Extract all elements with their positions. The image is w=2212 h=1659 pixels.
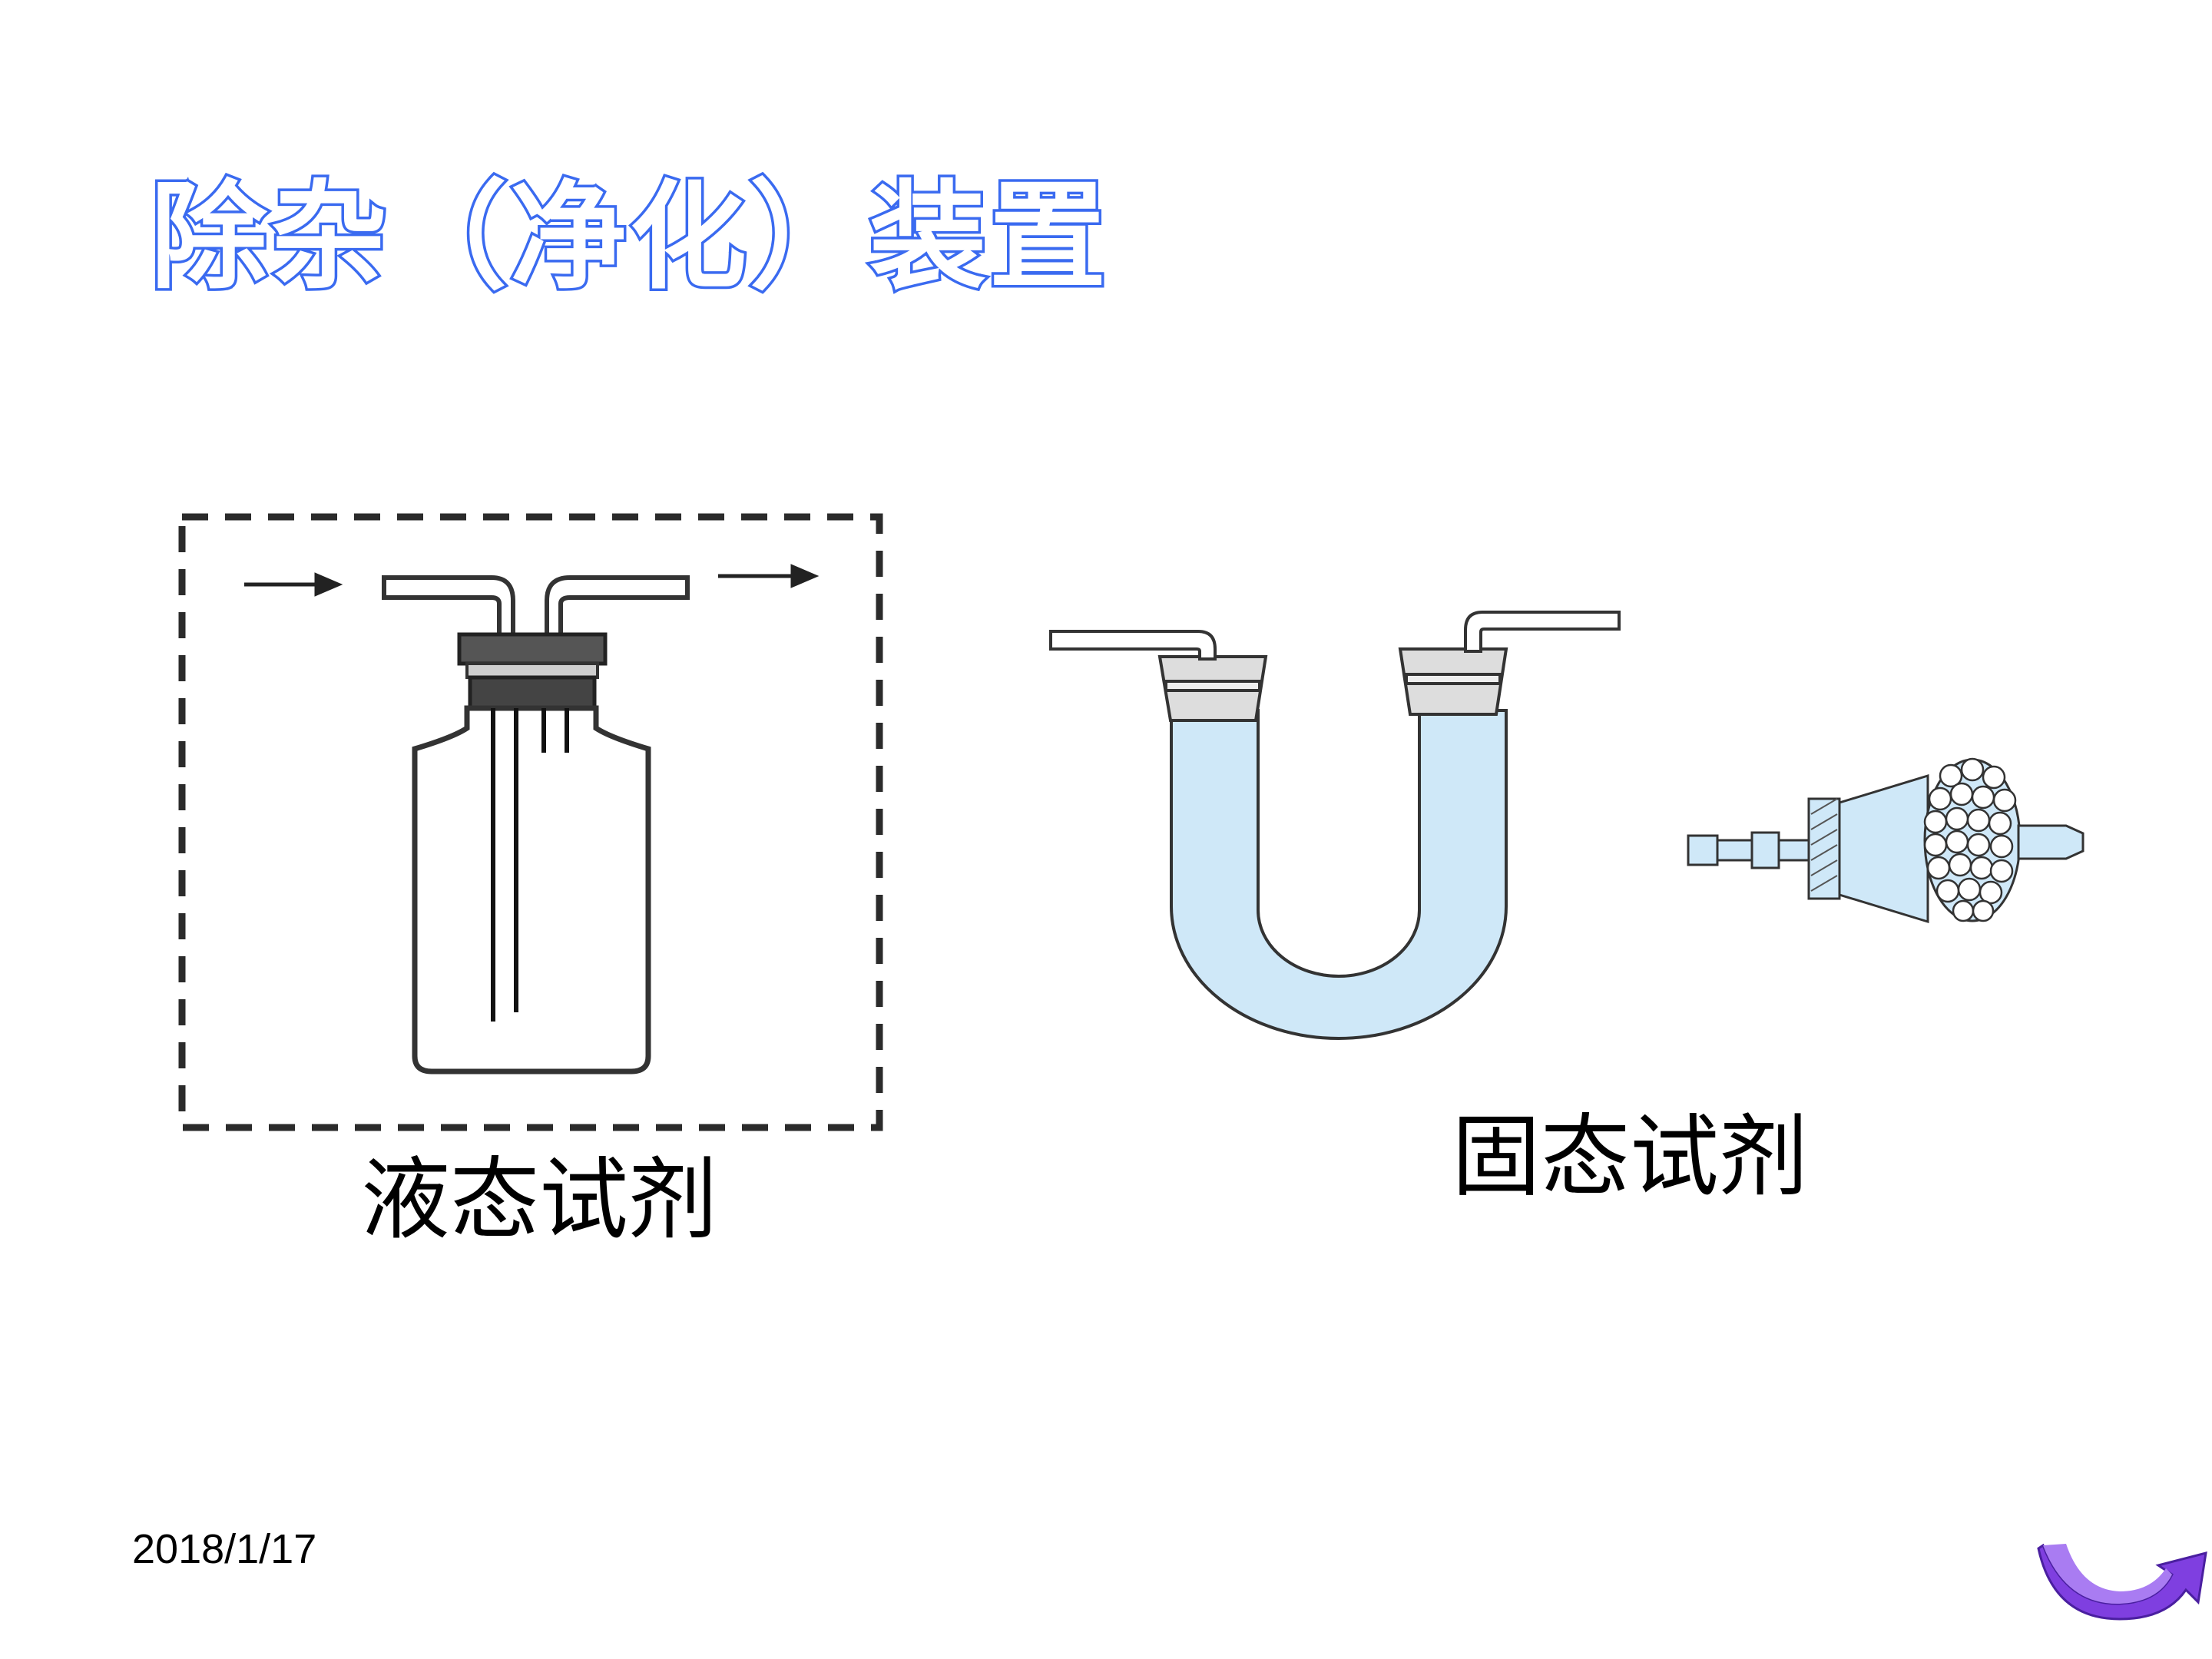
bottle-body — [412, 705, 651, 1075]
u-tube-left-stopper — [1157, 655, 1268, 722]
u-tube-body — [1170, 709, 1508, 1040]
bottle-stopper — [457, 632, 608, 710]
u-tube-right-glass — [1464, 611, 1621, 653]
u-tube-right-stopper — [1398, 647, 1508, 716]
dashed-frame — [178, 513, 883, 1131]
flow-arrow-out — [718, 564, 820, 588]
drying-tube-cotton — [1810, 798, 1838, 892]
slide-date: 2018/1/17 — [132, 1526, 317, 1572]
u-tube-left-glass — [1049, 630, 1217, 661]
bottle-inner-tubes — [491, 708, 569, 1022]
drying-tube-granules — [1923, 757, 2017, 922]
liquid-reagent-label: 液态试剂 — [361, 1148, 717, 1252]
slide-title: 除杂（净化）装置 — [148, 167, 1109, 308]
flow-arrow-in — [244, 572, 343, 597]
curved-return-arrow-icon[interactable] — [2035, 1528, 2212, 1621]
solid-reagent-label: 固态试剂 — [1452, 1105, 1808, 1209]
